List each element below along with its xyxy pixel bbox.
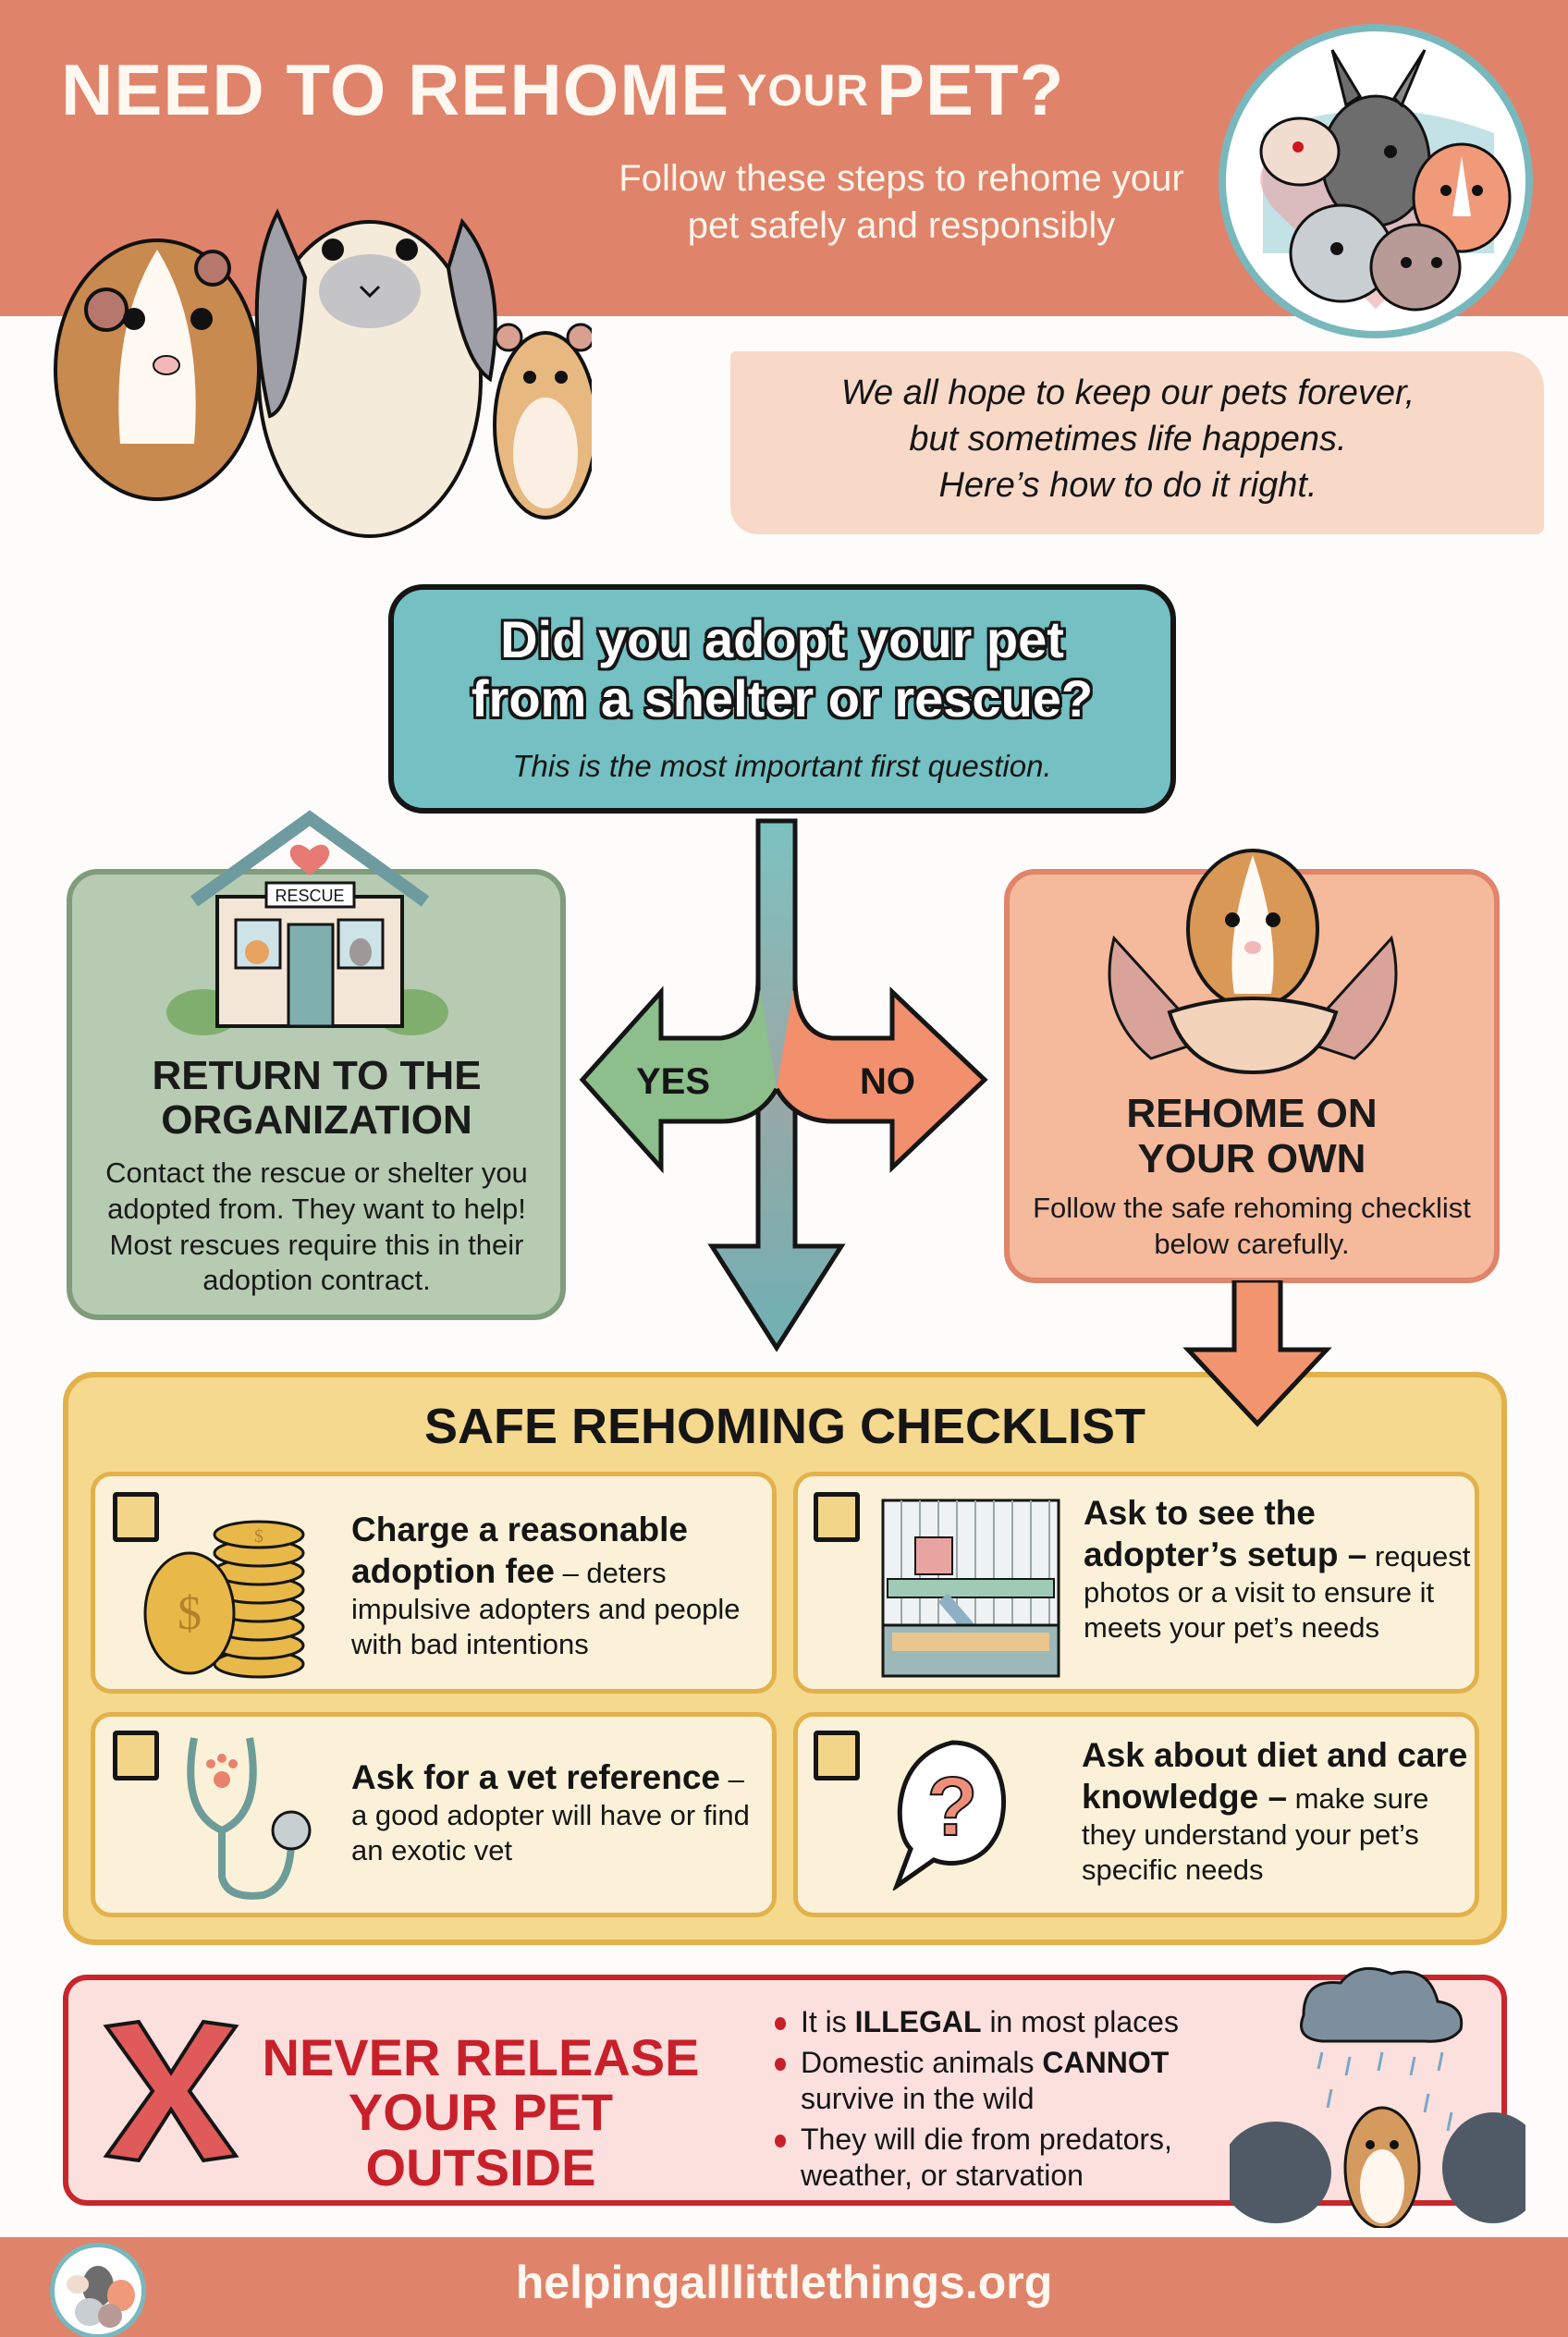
warning-bullet: They will die from predators, weather, o…	[773, 2122, 1207, 2193]
svg-text:$: $	[254, 1526, 263, 1547]
checkbox[interactable]	[113, 1492, 159, 1542]
checklist-item-text: Ask about diet and care knowledge – make…	[1082, 1734, 1475, 1888]
rescue-house-icon: RESCUE	[157, 809, 453, 1040]
yes-no-arrows	[573, 812, 1008, 1366]
question-bubble-icon: ?	[888, 1738, 1017, 1892]
hamster-icon	[493, 323, 598, 520]
checklist-item-description: request photos or a visit to ensure it m…	[1084, 1540, 1471, 1645]
checklist-item-heading: Ask for a vet reference	[351, 1758, 720, 1796]
warning-bullet: Domestic animals CANNOT survive in the w…	[773, 2045, 1207, 2116]
checklist-item-heading: Ask to see the adopter’s setup –	[1084, 1494, 1367, 1574]
down-arrow-icon	[707, 818, 846, 1352]
question-line-2: from a shelter or rescue?	[471, 669, 1094, 728]
question-box	[388, 584, 1176, 814]
checklist-title: SAFE REHOMING CHECKLIST	[423, 1399, 1146, 1454]
intro-line-3: Here’s how to do it right.	[938, 466, 1317, 506]
title-part-2: PET?	[876, 49, 1065, 130]
warning-title-line-2: YOUR PET OUTSIDE	[348, 2083, 614, 2196]
checklist-item-text: Ask to see the adopter’s setup – request…	[1084, 1492, 1472, 1646]
intro-line-2: but sometimes life happens.	[909, 420, 1347, 459]
hamster-in-rain-icon	[1220, 1960, 1544, 2230]
guinea-pig-icon	[54, 239, 261, 501]
question-line-1: Did you adopt your pet	[500, 610, 1064, 668]
cage-icon	[878, 1496, 1068, 1681]
question-subtitle: This is the most important first questio…	[512, 749, 1052, 783]
title-small-word: YOUR	[737, 67, 869, 116]
down-arrow-to-checklist-icon	[1179, 1278, 1336, 1428]
pets-illustration	[28, 139, 598, 555]
checkbox[interactable]	[113, 1731, 159, 1780]
checklist-item-heading: Charge a reasonable adoption fee	[351, 1511, 688, 1591]
guinea-pig-in-hands-icon	[1096, 846, 1410, 1077]
yes-label: YES	[636, 1061, 711, 1102]
stethoscope-icon	[176, 1729, 324, 1904]
footer-band	[0, 2237, 1568, 2337]
rehome-on-your-own-title: REHOME ON YOUR OWN	[1017, 1091, 1487, 1182]
return-to-organization-title: RETURN TO THE ORGANIZATION	[83, 1054, 550, 1142]
footer-logo-icon	[50, 2243, 146, 2337]
small-pets-logo-icon	[1219, 24, 1533, 338]
intro-text: We all hope to keep our pets forever, bu…	[740, 370, 1516, 508]
yes-title-line-2: ORGANIZATION	[161, 1096, 472, 1143]
return-to-organization-body: Contact the rescue or shelter you adopte…	[105, 1156, 528, 1297]
red-x-icon	[102, 2017, 240, 2165]
no-title-line-1: REHOME ON	[1126, 1091, 1378, 1136]
website-link[interactable]: helpingalllittlethings.org	[515, 2257, 1053, 2308]
rescue-sign: RESCUE	[275, 887, 344, 905]
page-subtitle: Follow these steps to rehome your pet sa…	[619, 158, 1184, 247]
warning-bullet: It is ILLEGAL in most places	[773, 2004, 1207, 2039]
yes-arrow-icon	[579, 977, 779, 1174]
warning-title: NEVER RELEASE YOUR PET OUTSIDE	[250, 2030, 712, 2195]
lop-bunny-icon	[254, 208, 497, 538]
checklist-item-text: Charge a reasonable adoption fee – deter…	[351, 1509, 758, 1662]
warning-title-line-1: NEVER RELEASE	[262, 2028, 700, 2086]
checklist-item-description: make sure they understand your pet’s spe…	[1082, 1782, 1429, 1887]
no-arrow-icon	[774, 977, 988, 1173]
svg-text:?: ?	[927, 1761, 978, 1854]
checkbox[interactable]	[814, 1492, 860, 1542]
checkbox[interactable]	[814, 1731, 860, 1780]
checklist-item-text: Ask for a vet reference – a good adopter…	[351, 1756, 758, 1868]
title-part-1: NEED TO REHOME	[61, 49, 730, 130]
checklist-item-description: – a good adopter will have or find an ex…	[351, 1763, 750, 1866]
checklist-item-heading: Ask about diet and care knowledge –	[1082, 1736, 1468, 1817]
warning-bullets: It is ILLEGAL in most places Domestic an…	[773, 2004, 1207, 2198]
checklist-item-description: – deters impulsive adopters and people w…	[351, 1557, 741, 1661]
rehome-on-your-own-body: Follow the safe rehoming checklist below…	[1033, 1192, 1471, 1260]
intro-banner	[730, 351, 1544, 534]
intro-line-1: We all hope to keep our pets forever,	[840, 373, 1415, 412]
question-title: Did you adopt your pet from a shelter or…	[398, 610, 1167, 729]
coins-icon: $ $	[139, 1507, 324, 1682]
no-label: NO	[860, 1061, 915, 1102]
yes-title-line-1: RETURN TO THE	[152, 1053, 482, 1098]
no-title-line-2: YOUR OWN	[1137, 1136, 1366, 1182]
svg-text:$: $	[178, 1587, 202, 1640]
